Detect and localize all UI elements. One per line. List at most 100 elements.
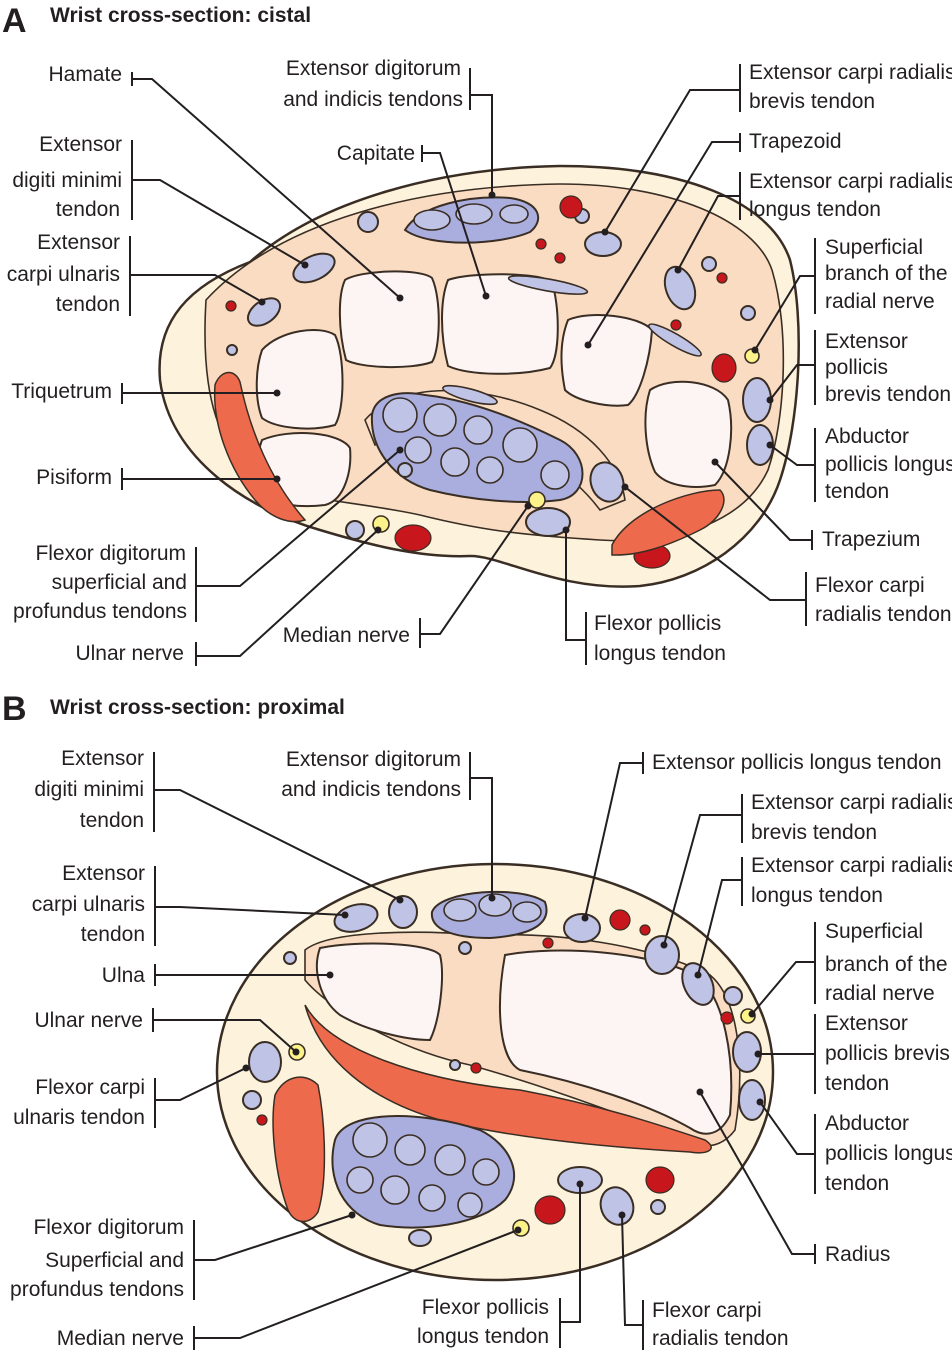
panel-a-pointer-dot [766,396,774,404]
panel-b-leader-epl [584,752,644,919]
panel-a-pointer-dot [396,294,404,302]
panel-b-label-edm-1: Extensor [61,747,144,770]
panel-a-label-epb-1: Extensor [825,330,908,353]
panel-b-artery [609,909,631,931]
panel-a-label-pisiform: Pisiform [36,466,112,489]
panel-a-label-ecu-1: Extensor [37,231,120,254]
panel-a-small-tendon [507,275,589,295]
panel-b-label-fpl-1: Flexor pollicis [422,1296,549,1319]
panel-b-fds-tendon [352,1122,388,1158]
panel-a-leader-ulnar [195,529,379,666]
panel-a-small-tendon [648,323,702,357]
panel-a-label-ecrb-1: Extensor carpi radialis [749,61,952,84]
panel-a-leader-trapezoid [587,133,741,346]
panel-a-ecrl-tendon [663,265,697,311]
panel-b-ecrb-tendon [644,935,680,975]
panel-b-ecu-tendon [333,903,379,933]
panel-b-label-ecu-2: carpi ulnaris [32,893,145,916]
panel-a-label-edi-2: and indicis tendons [283,88,463,111]
panel-a-pointer-dot [273,389,281,397]
panel-a-pointer-dot [524,502,532,510]
panel-b: B Wrist cross-section: proximal [2,690,952,1350]
panel-b-label-ecrl-1: Extensor carpi radialis [751,854,952,877]
panel-a-leader-trapezium [714,461,813,550]
panel-b-label-sbrn-1: Superficial [825,920,923,943]
panel-a-hamate-bone [338,270,440,369]
panel-b-artery [542,937,554,949]
panel-a-label-capitate: Capitate [337,142,415,165]
panel-a-label-edm-3: tendon [56,198,120,221]
panel-a-label-apl-1: Abductor [825,425,909,448]
panel-a-label-triquetrum: Triquetrum [11,380,112,403]
panel-b-pointer-dot [694,971,702,979]
panel-a-label-edi-1: Extensor digitorum [286,57,461,80]
panel-b-leader-fcu [154,1067,247,1128]
panel-a-artery [670,319,682,331]
panel-a-leader-ecrb [604,64,741,233]
panel-a-artery [535,238,547,250]
panel-a-label-ecu-3: tendon [56,293,120,316]
panel-a-label-fpl-1: Flexor pollicis [594,612,721,635]
panel-b-pointer-dot [292,1048,300,1056]
panel-b-pronator-quadratus [304,1004,712,1154]
panel-a-median-nerve [528,491,546,509]
panel-a-label-ecrb-2: brevis tendon [749,90,875,113]
panel-a-label-apl-2: pollicis longus [825,453,952,476]
panel-a-label-apl-3: tendon [825,480,889,503]
panel-b-vein [449,1059,461,1071]
panel-b-label-ecrb-1: Extensor carpi radialis [751,791,952,814]
panel-a-pointer-dot [396,446,404,454]
panel-b-leader-ulna [154,964,330,986]
panel-a-radial-artery [711,353,737,383]
panel-a-fdp-tendon [540,460,570,490]
panel-a-title: Wrist cross-section: cistal [50,4,311,27]
panel-b-artery [720,1011,734,1025]
panel-b-label-apl-3: tendon [825,1172,889,1195]
panel-b-fds-tendon [434,1144,466,1176]
panel-a-triquetrum-bone [255,329,344,430]
panel-a-vein [345,520,365,540]
panel-b-artery [256,1114,268,1126]
panel-a-pointer-dot [766,441,774,449]
panel-a-vein [226,344,238,356]
panel-b-pointer-dot [748,1010,756,1018]
panel-b-label-sbrn-2: branch of the [825,953,948,976]
panel-b-pointer-dot [754,1050,762,1058]
panel-a-fds-tendon [423,403,457,437]
panel-b-pointer-dot [696,1088,704,1096]
panel-a-label-hamate: Hamate [48,63,122,86]
panel-b-vein [408,1229,432,1247]
panel-b-label-fdsp-3: profundus tendons [10,1278,184,1301]
panel-a-pointer-dot [374,526,382,534]
panel-a-fds-tendon [463,415,493,445]
panel-b-vein [723,986,743,1006]
panel-b-label-radius: Radius [825,1243,890,1266]
panel-a-label-ecrl-2: longus tendon [749,198,881,221]
panel-b-vein [242,1090,262,1110]
panel-b-epb-tendon [732,1031,762,1073]
panel-a-pointer-dot [751,346,759,354]
panel-b-artery [639,924,651,936]
panel-a-ecu-tendon [246,297,282,327]
panel-b-fdp-tendon [418,1184,446,1212]
panel-b-label-fdsp-1: Flexor digitorum [33,1216,184,1239]
panel-b-label-apl-2: pollicis longus [825,1142,952,1165]
panel-b-pointer-dot [660,941,668,949]
panel-b-fds-tendon [472,1158,500,1186]
panel-a-leader-edm [131,140,306,266]
panel-a-fdp-tendon [476,456,504,484]
panel-b-label-edm-2: digiti minimi [34,778,144,801]
panel-b-vein [650,1199,666,1215]
panel-a-artery [559,195,583,219]
panel-b-title: Wrist cross-section: proximal [50,696,345,719]
panel-b-leader-sbrn [751,922,816,1015]
panel-a-ulnar-artery [394,524,432,552]
panel-b-edm-tendon [388,895,418,929]
panel-b-pointer-dot [396,896,404,904]
panel-b-label-epb-1: Extensor [825,1012,908,1035]
panel-b-label-apl-1: Abductor [825,1112,909,1135]
panel-a-label-fpl-2: longus tendon [594,642,726,665]
panel-b-leader-ulnar [152,1008,297,1053]
panel-a-label-fdsp-1: Flexor digitorum [35,542,186,565]
panel-b-label-fcu-2: ulnaris tendon [13,1106,145,1129]
